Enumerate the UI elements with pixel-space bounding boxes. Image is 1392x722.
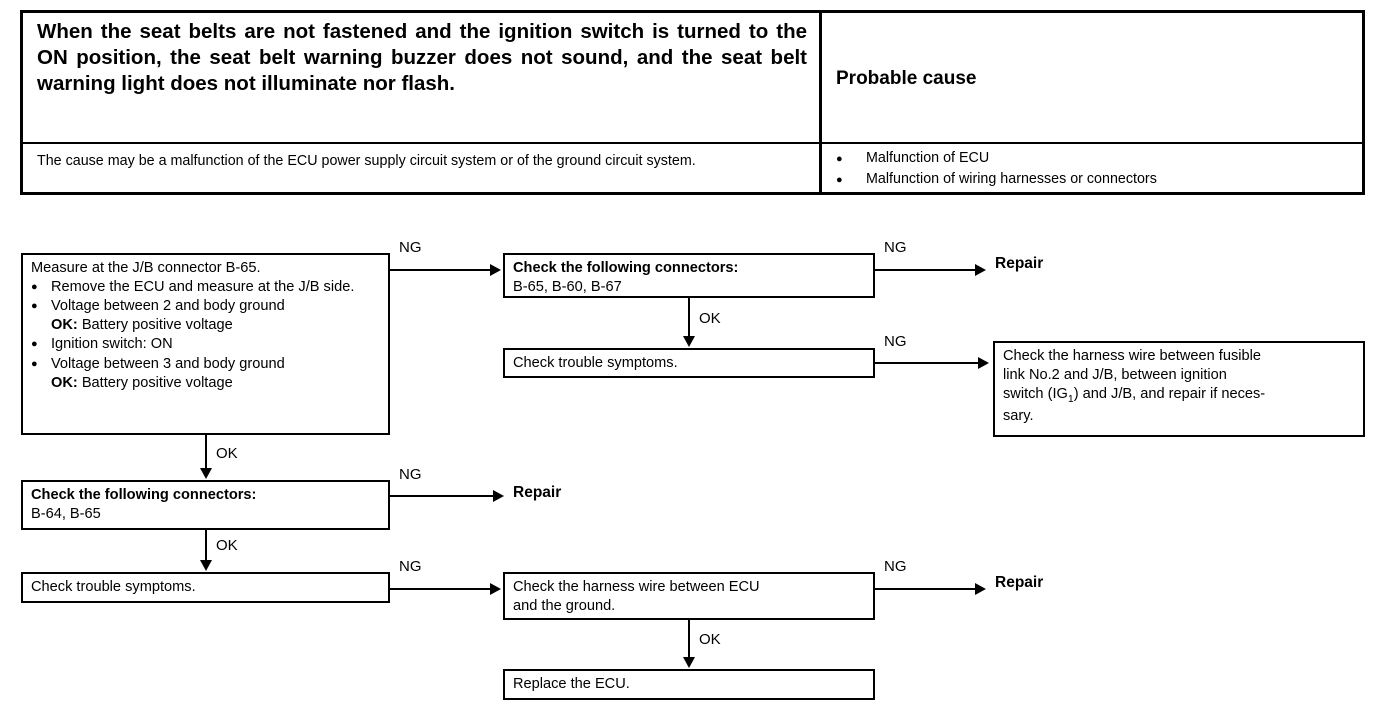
list-item: ● Remove the ECU and measure at the J/B … <box>31 278 381 297</box>
ig-subscript: 1 <box>1067 392 1074 405</box>
arrow-right-icon <box>490 264 501 276</box>
harness-ecu-line1: Check the harness wire between ECU <box>513 579 760 595</box>
flow-box-check-connectors-top: Check the following connectors: B-65, B-… <box>503 253 875 298</box>
symptom-description-cell: When the seat belts are not fastened and… <box>23 13 822 142</box>
arrow-right-icon <box>978 357 989 369</box>
edge-label-ng: NG <box>399 558 422 575</box>
probable-cause-item-text: Malfunction of wiring harnesses or conne… <box>866 171 1157 187</box>
symptom-title: When the seat belts are not fastened and… <box>37 20 807 95</box>
ok-label: OK: <box>51 374 78 391</box>
cause-note-text: The cause may be a malfunction of the EC… <box>37 153 696 169</box>
list-item: ● Malfunction of wiring harnesses or con… <box>836 170 1157 191</box>
bullet-icon: ● <box>836 153 843 166</box>
bullet-icon: ● <box>31 338 38 351</box>
arrow-right-icon <box>975 583 986 595</box>
replace-ecu-text: Replace the ECU. <box>513 676 630 692</box>
terminal-label-repair: Repair <box>995 574 1044 591</box>
flow-box-check-trouble-symptoms-top: Check trouble symptoms. <box>503 348 875 378</box>
connector-line <box>875 588 983 590</box>
harness-fusible-line3-b: ) and J/B, and repair if neces- <box>1073 385 1266 402</box>
symptom-table-row-header: When the seat belts are not fastened and… <box>23 13 1362 142</box>
edge-label-ok: OK <box>216 445 238 462</box>
terminal-label-repair: Repair <box>995 255 1044 272</box>
arrow-down-icon <box>200 560 212 571</box>
check-trouble-symptoms-text: Check trouble symptoms. <box>31 579 196 595</box>
edge-label-ok: OK <box>699 631 721 648</box>
arrow-right-icon <box>490 583 501 595</box>
probable-cause-list-cell: ● Malfunction of ECU ● Malfunction of wi… <box>822 144 1362 192</box>
harness-fusible-line4: sary. <box>1003 407 1034 424</box>
measure-step-text: Voltage between 3 and body ground <box>51 355 285 372</box>
harness-fusible-line3: switch (IG1) and J/B, and repair if nece… <box>1003 385 1356 407</box>
list-item: ● Malfunction of ECU <box>836 149 1157 170</box>
bullet-icon: ● <box>836 174 843 186</box>
measure-ok-criterion: OK: Battery positive voltage <box>31 316 381 335</box>
edge-label-ng: NG <box>399 239 422 256</box>
bullet-icon: ● <box>31 300 38 313</box>
edge-label-ng: NG <box>884 558 907 575</box>
list-item: ● Ignition switch: ON <box>31 335 381 354</box>
edge-label-ok: OK <box>699 310 721 327</box>
connector-line <box>390 269 492 271</box>
check-connectors-title: Check the following connectors: <box>31 487 257 503</box>
measure-step-text: Ignition switch: ON <box>51 336 173 353</box>
ok-label: OK: <box>51 317 78 334</box>
probable-cause-heading: Probable cause <box>836 67 977 89</box>
harness-ecu-line2: and the ground. <box>513 597 616 614</box>
harness-fusible-line2: link No.2 and J/B, between ignition <box>1003 366 1227 383</box>
connector-line <box>688 620 690 660</box>
connector-line <box>205 435 207 470</box>
measure-step-text: Voltage between 2 and body ground <box>51 298 285 315</box>
check-connectors-list: B-64, B-65 <box>31 505 101 522</box>
check-connectors-list: B-65, B-60, B-67 <box>513 278 622 295</box>
edge-label-ok: OK <box>216 537 238 554</box>
connector-line <box>205 530 207 562</box>
harness-fusible-line1: Check the harness wire between fusible <box>1003 348 1261 364</box>
edge-label-ng: NG <box>399 466 422 483</box>
arrow-down-icon <box>200 468 212 479</box>
harness-fusible-line3-a: switch (IG <box>1003 385 1068 402</box>
probable-cause-item-text: Malfunction of ECU <box>866 150 990 167</box>
flow-box-replace-ecu: Replace the ECU. <box>503 669 875 700</box>
probable-cause-header-cell: Probable cause <box>822 13 1362 142</box>
flow-box-check-trouble-symptoms-bottom: Check trouble symptoms. <box>21 572 390 603</box>
edge-label-ng: NG <box>884 239 907 256</box>
symptom-table-row-cause: The cause may be a malfunction of the EC… <box>23 142 1362 192</box>
ok-value: Battery positive voltage <box>81 317 233 334</box>
probable-cause-list: ● Malfunction of ECU ● Malfunction of wi… <box>836 147 1157 191</box>
arrow-right-icon <box>493 490 504 502</box>
cause-note-cell: The cause may be a malfunction of the EC… <box>23 144 822 192</box>
arrow-down-icon <box>683 657 695 668</box>
list-item: ● Voltage between 3 and body ground <box>31 355 381 374</box>
flow-box-check-harness-ecu-ground: Check the harness wire between ECU and t… <box>503 572 875 620</box>
ok-value: Battery positive voltage <box>81 374 233 391</box>
connector-line <box>875 362 983 364</box>
connector-line <box>390 495 500 497</box>
flow-box-check-connectors-bottom: Check the following connectors: B-64, B-… <box>21 480 390 530</box>
measure-step-text: Remove the ECU and measure at the J/B si… <box>51 278 355 295</box>
bullet-icon: ● <box>31 357 38 370</box>
arrow-right-icon <box>975 264 986 276</box>
edge-label-ng: NG <box>884 333 907 350</box>
flow-box-check-harness-fusible-link: Check the harness wire between fusible l… <box>993 341 1365 437</box>
flow-box-measure-title: Measure at the J/B connector B-65. <box>31 260 261 276</box>
arrow-down-icon <box>683 336 695 347</box>
symptom-table: When the seat belts are not fastened and… <box>20 10 1365 195</box>
connector-line <box>390 588 494 590</box>
list-item: ● Voltage between 2 and body ground <box>31 297 381 316</box>
measure-ok-criterion: OK: Battery positive voltage <box>31 374 381 393</box>
terminal-label-repair: Repair <box>513 484 562 501</box>
flow-box-measure-jb-connector: Measure at the J/B connector B-65. ● Rem… <box>21 253 390 435</box>
check-connectors-title: Check the following connectors: <box>513 260 739 276</box>
bullet-icon: ● <box>31 280 38 293</box>
connector-line <box>688 298 690 338</box>
check-trouble-symptoms-text: Check trouble symptoms. <box>513 355 678 371</box>
connector-line <box>875 269 983 271</box>
